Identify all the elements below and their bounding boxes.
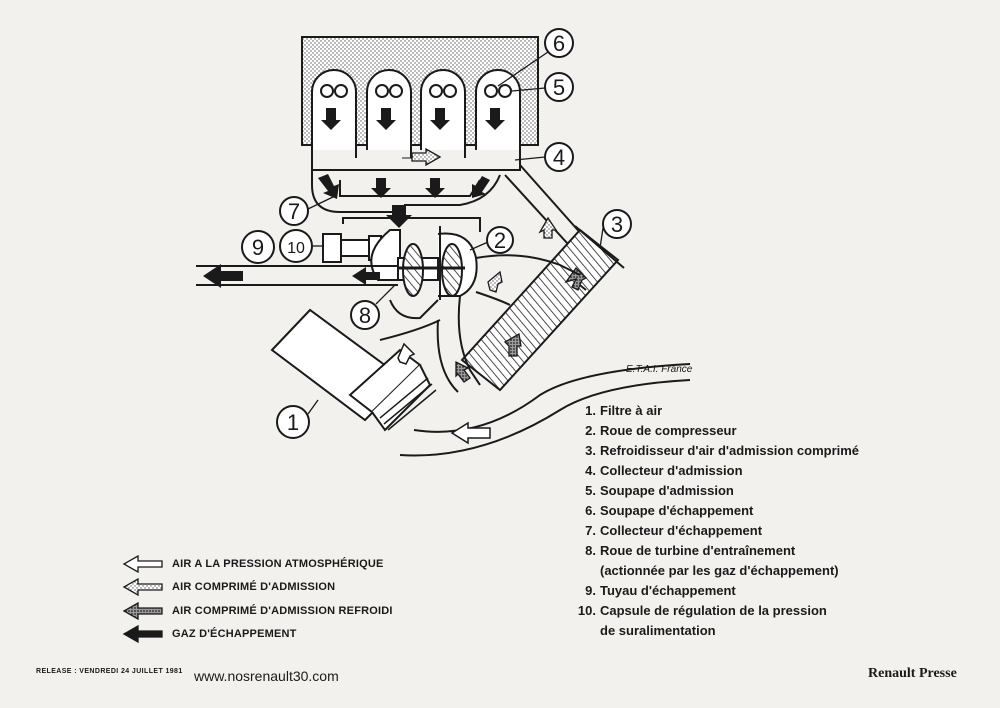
legend-text: Soupape d'échappement <box>600 503 754 518</box>
legend-item: 3. Refroidisseur d'air d'admission compri… <box>560 441 859 461</box>
legend-item: 9. Tuyau d'échappement <box>560 581 859 601</box>
exhaust-pipe <box>196 265 398 286</box>
dotted-arrow-intake-left <box>411 147 442 167</box>
flow-key: AIR A LA PRESSION ATMOSPHÉRIQUE AIR COMP… <box>122 552 393 646</box>
diagram-credit: E.T.A.I. France <box>626 364 693 375</box>
intercooler <box>460 225 625 392</box>
legend-number: 10. <box>577 603 596 618</box>
callout-6: 6 <box>553 31 565 56</box>
callout-2: 2 <box>494 228 506 253</box>
legend-number: 9. <box>585 583 596 598</box>
legend-text: Filtre à air <box>600 403 663 418</box>
legend-number: 6. <box>585 503 596 518</box>
callout-7: 7 <box>288 199 300 224</box>
key-item: AIR A LA PRESSION ATMOSPHÉRIQUE <box>122 552 393 576</box>
callout-8: 8 <box>359 303 371 328</box>
leader-lines <box>307 51 604 415</box>
light-dotted-arrow-icon <box>122 578 163 597</box>
callout-4: 4 <box>553 145 565 170</box>
key-label: GAZ D'ÉCHAPPEMENT <box>172 628 297 641</box>
solid-black-arrow-icon <box>122 625 163 644</box>
legend-text: Collecteur d'admission <box>600 463 743 478</box>
exhaust-outlet-arrow <box>203 264 243 288</box>
legend-text: Roue de compresseur <box>600 423 737 438</box>
legend-item: 1. Filtre à air <box>560 401 859 421</box>
engine-block <box>301 36 539 150</box>
atmospheric-air-arrow-filter <box>397 342 416 365</box>
legend-number: 7. <box>585 523 596 538</box>
compressed-air-arrow-up <box>538 216 558 239</box>
legend-number: 2. <box>585 423 596 438</box>
legend-text: Soupape d'admission <box>600 483 734 498</box>
key-label: AIR COMPRIMÉ D'ADMISSION REFROIDI <box>172 604 393 617</box>
component-legend: 1. Filtre à air 2. Roue de compresseur 3. R… <box>560 401 859 641</box>
legend-item: 10. Capsule de régulation de la pression … <box>560 601 859 641</box>
callout-3: 3 <box>611 212 623 237</box>
key-item: GAZ D'ÉCHAPPEMENT <box>122 623 393 647</box>
key-label: AIR A LA PRESSION ATMOSPHÉRIQUE <box>172 557 384 570</box>
legend-text: Collecteur d'échappement <box>600 523 763 538</box>
key-item: AIR COMPRIMÉ D'ADMISSION <box>122 576 393 600</box>
exhaust-turbine-arrow <box>352 267 380 285</box>
legend-text: Roue de turbine d'entraînement (actionné… <box>600 543 839 578</box>
release-date: RELEASE : VENDREDI 24 JUILLET 1981 <box>36 668 183 675</box>
legend-text: Tuyau d'échappement <box>600 583 736 598</box>
callout-5: 5 <box>553 75 565 100</box>
legend-item: 7. Collecteur d'échappement <box>560 521 859 541</box>
compressor-duct <box>436 254 581 393</box>
key-label: AIR COMPRIMÉ D'ADMISSION <box>172 581 336 594</box>
website-link[interactable]: www.nosrenault30.com <box>194 668 339 684</box>
legend-number: 4. <box>585 463 596 478</box>
legend-number: 8. <box>585 543 596 558</box>
dark-dotted-arrow-icon <box>122 601 163 620</box>
key-item: AIR COMPRIMÉ D'ADMISSION REFROIDI <box>122 599 393 623</box>
legend-item: 6. Soupape d'échappement <box>560 501 859 521</box>
cooled-air-arrows <box>455 266 588 383</box>
callouts <box>241 28 632 439</box>
exhaust-arrows <box>318 174 490 228</box>
legend-item: 4. Collecteur d'admission <box>560 461 859 481</box>
legend-item: 8. Roue de turbine d'entraînement (action… <box>560 541 859 581</box>
compressed-air-arrow-turbo <box>487 270 503 293</box>
publisher-name: Renault Presse <box>868 666 957 681</box>
air-filter <box>270 308 437 432</box>
turbocharger <box>370 226 478 320</box>
legend-text: Capsule de régulation de la pression de … <box>600 603 827 638</box>
legend-item: 2. Roue de compresseur <box>560 421 859 441</box>
legend-number: 1. <box>585 403 596 418</box>
legend-number: 3. <box>585 443 596 458</box>
legend-text: Refroidisseur d'air d'admission comprimé <box>600 443 860 458</box>
atmospheric-air-arrow-duct <box>450 421 491 445</box>
outline-arrow-icon <box>122 554 163 573</box>
callout-1: 1 <box>287 410 299 435</box>
legend-number: 5. <box>585 483 596 498</box>
legend-item: 5. Soupape d'admission <box>560 481 859 501</box>
callout-10: 10 <box>287 240 305 257</box>
callout-9: 9 <box>252 235 264 260</box>
